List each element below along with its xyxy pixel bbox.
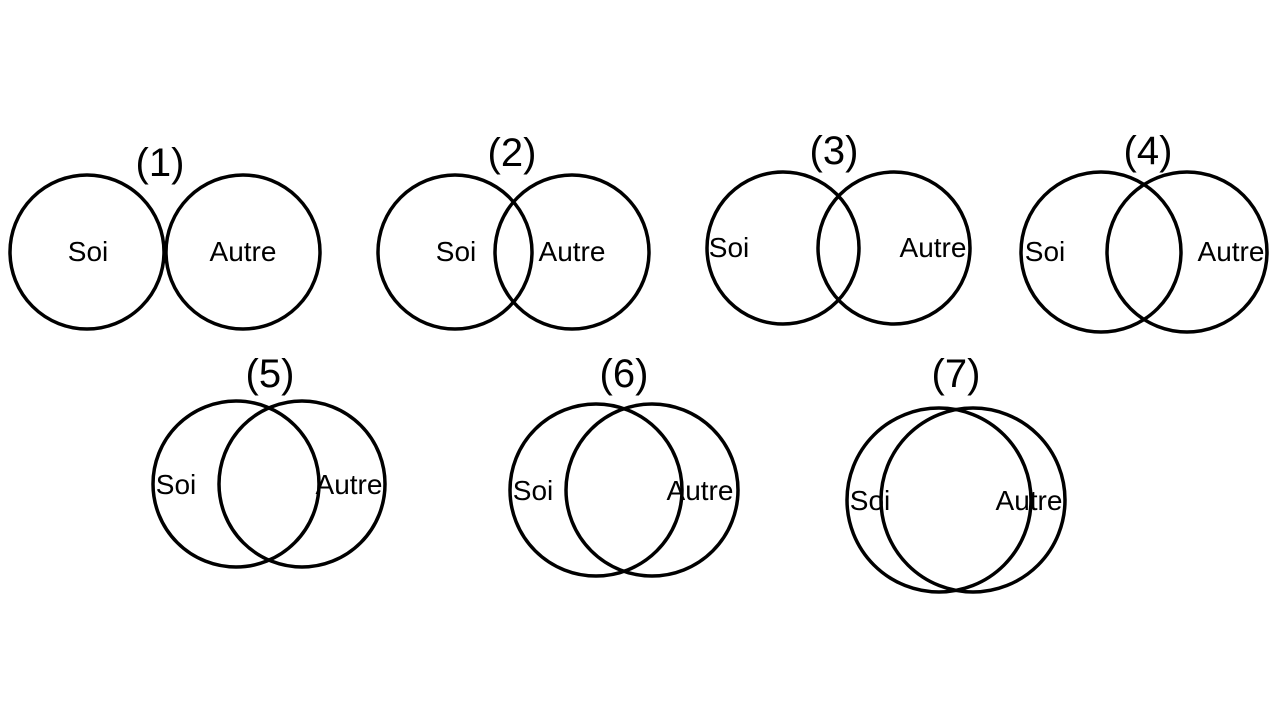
self-label: Soi: [156, 469, 196, 500]
diagram-3: (3) Soi Autre: [705, 129, 972, 326]
self-label: Soi: [436, 236, 476, 267]
other-label: Autre: [996, 485, 1063, 516]
self-label: Soi: [850, 485, 890, 516]
diagram-number: (7): [932, 352, 981, 396]
self-circle: [151, 399, 321, 569]
diagram-6: (6) Soi Autre: [508, 352, 740, 578]
other-label: Autre: [210, 236, 277, 267]
other-circle: [564, 402, 740, 578]
self-label: Soi: [1025, 236, 1065, 267]
other-circle: [816, 170, 972, 326]
diagram-2: (2) Soi Autre: [376, 131, 651, 331]
other-label: Autre: [539, 236, 606, 267]
other-circle: [217, 399, 387, 569]
diagram-number: (2): [488, 131, 537, 175]
self-circle: [1019, 170, 1183, 334]
self-circle: [705, 170, 861, 326]
self-circle: [376, 173, 534, 331]
self-circle: [508, 402, 684, 578]
other-circle: [164, 173, 322, 331]
self-label: Soi: [513, 475, 553, 506]
other-label: Autre: [316, 469, 383, 500]
other-label: Autre: [1198, 236, 1265, 267]
self-circle: [8, 173, 166, 331]
self-label: Soi: [709, 232, 749, 263]
diagram-7: (7) Soi Autre: [845, 352, 1067, 594]
self-label: Soi: [68, 236, 108, 267]
diagram-4: (4) Soi Autre: [1019, 129, 1269, 334]
diagram-number: (3): [810, 129, 859, 173]
other-label: Autre: [900, 232, 967, 263]
other-circle: [1105, 170, 1269, 334]
diagram-1: (1) Soi Autre: [8, 141, 322, 331]
diagram-5: (5) Soi Autre: [151, 352, 387, 569]
other-label: Autre: [667, 475, 734, 506]
other-circle: [879, 406, 1067, 594]
diagram-number: (5): [246, 352, 295, 396]
self-circle: [845, 406, 1033, 594]
diagram-number: (4): [1124, 129, 1173, 173]
diagram-number: (6): [600, 352, 649, 396]
other-circle: [493, 173, 651, 331]
diagram-number: (1): [136, 141, 185, 185]
